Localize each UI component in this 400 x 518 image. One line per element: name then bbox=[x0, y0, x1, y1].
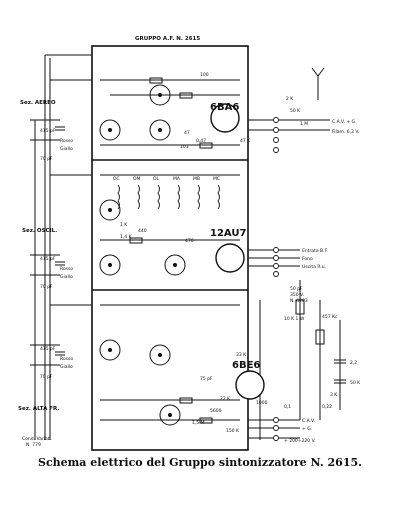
cap-70-label: 70 pF bbox=[40, 374, 53, 380]
component-value: 103 bbox=[180, 144, 189, 150]
cap-70-label: 70 pF bbox=[40, 284, 53, 290]
cap-415-label: 415 pF bbox=[40, 256, 56, 262]
output-cav2: C.A.V. bbox=[302, 418, 315, 424]
band-label: MA bbox=[173, 176, 181, 182]
band-label: OM bbox=[133, 176, 141, 182]
component-value: N. 4283 bbox=[290, 298, 308, 304]
rosso-label: Rosso bbox=[60, 266, 73, 272]
wafer-switch bbox=[99, 119, 121, 141]
component-value: 1 M bbox=[300, 121, 308, 127]
wafer-switch bbox=[99, 339, 121, 361]
section-label-oscil: Sez. OSCIL. bbox=[22, 228, 57, 234]
output-alim: + 200÷220 V. bbox=[284, 438, 316, 444]
component-value: 2 K bbox=[286, 96, 294, 102]
tube-label-12au7: 12AU7 bbox=[210, 228, 246, 239]
component-value: 10 K 1 W bbox=[284, 316, 305, 322]
tube-label-6ba6: 6BA6 bbox=[210, 102, 239, 113]
component-value: 2,2 bbox=[350, 360, 357, 366]
output-cav: C.A.V. + G. bbox=[332, 119, 356, 125]
group-frame bbox=[91, 45, 249, 451]
component-value: 1,5 M bbox=[192, 420, 205, 426]
component-value: 440 bbox=[138, 228, 147, 234]
giallo-label: Giallo bbox=[60, 364, 73, 370]
tube-6be6 bbox=[235, 370, 265, 400]
component-value: 1 K bbox=[120, 222, 128, 228]
cap-70-label: 70 pF bbox=[40, 156, 53, 162]
component-value: 33 K bbox=[236, 352, 247, 358]
output-filam: Filam. 6,3 V. bbox=[332, 129, 359, 135]
component-value: 22 K bbox=[220, 396, 231, 402]
section-label-aereo: Sez. AEREO bbox=[20, 100, 56, 106]
component-value: 470 bbox=[185, 238, 194, 244]
output-fono: Fono bbox=[302, 256, 313, 262]
band-label: MB bbox=[193, 176, 200, 182]
component-value: 0,22 bbox=[322, 404, 332, 410]
component-value: 50 K bbox=[350, 380, 361, 386]
wafer-switch bbox=[164, 254, 186, 276]
band-label: OL bbox=[153, 176, 160, 182]
diagram-caption: Schema elettrico del Gruppo sintonizzato… bbox=[38, 456, 362, 469]
rosso-label: Rosso bbox=[60, 138, 73, 144]
band-label: MC bbox=[213, 176, 220, 182]
component-value: 50 K bbox=[290, 108, 301, 114]
component-value: 457 Kc bbox=[322, 314, 338, 320]
component-value: 1000 bbox=[256, 400, 268, 406]
component-value: 3 K bbox=[330, 392, 338, 398]
wafer-switch bbox=[149, 344, 171, 366]
component-value: 47 K bbox=[240, 138, 251, 144]
wafer-switch bbox=[99, 199, 121, 221]
tube-6ba6 bbox=[210, 103, 240, 133]
wafer-switch bbox=[159, 404, 181, 426]
group-title: GRUPPO A.F. N. 2615 bbox=[135, 36, 200, 42]
component-value: 50 pF bbox=[290, 286, 303, 292]
wafer-switch bbox=[99, 254, 121, 276]
tube-12au7 bbox=[215, 243, 245, 273]
cap-415-label: 415 pF bbox=[40, 346, 56, 352]
section-label-alta-fr: Sez. ALTA FR. bbox=[18, 406, 59, 412]
rosso-label: Rosso bbox=[60, 356, 73, 362]
component-value: 1,4 K bbox=[120, 234, 133, 240]
tube-label-6be6: 6BE6 bbox=[232, 360, 260, 371]
wafer-switch bbox=[149, 119, 171, 141]
component-value: 5600 bbox=[210, 408, 222, 414]
component-value: 100 bbox=[200, 72, 209, 78]
component-value: 75 pF bbox=[200, 376, 213, 382]
component-value: 150 K bbox=[226, 428, 240, 434]
giallo-label: Giallo bbox=[60, 274, 73, 280]
cond-variab-number: N. 779 bbox=[26, 442, 41, 448]
output-plus-g: + G. bbox=[302, 426, 312, 432]
output-entrata: Entrata B.F. bbox=[302, 248, 328, 254]
component-value: 350 V. bbox=[290, 292, 304, 298]
output-uscita: Uscita R.u. bbox=[302, 264, 326, 270]
component-value: 0,1 bbox=[284, 404, 291, 410]
wafer-switch bbox=[149, 84, 171, 106]
component-value: 0,47 bbox=[196, 138, 206, 144]
component-value: 47 bbox=[184, 130, 190, 136]
band-label: OC bbox=[113, 176, 120, 182]
giallo-label: Giallo bbox=[60, 146, 73, 152]
cap-415-label: 415 pF bbox=[40, 128, 56, 134]
cond-variab-label: Cond. Variab. bbox=[22, 436, 52, 442]
